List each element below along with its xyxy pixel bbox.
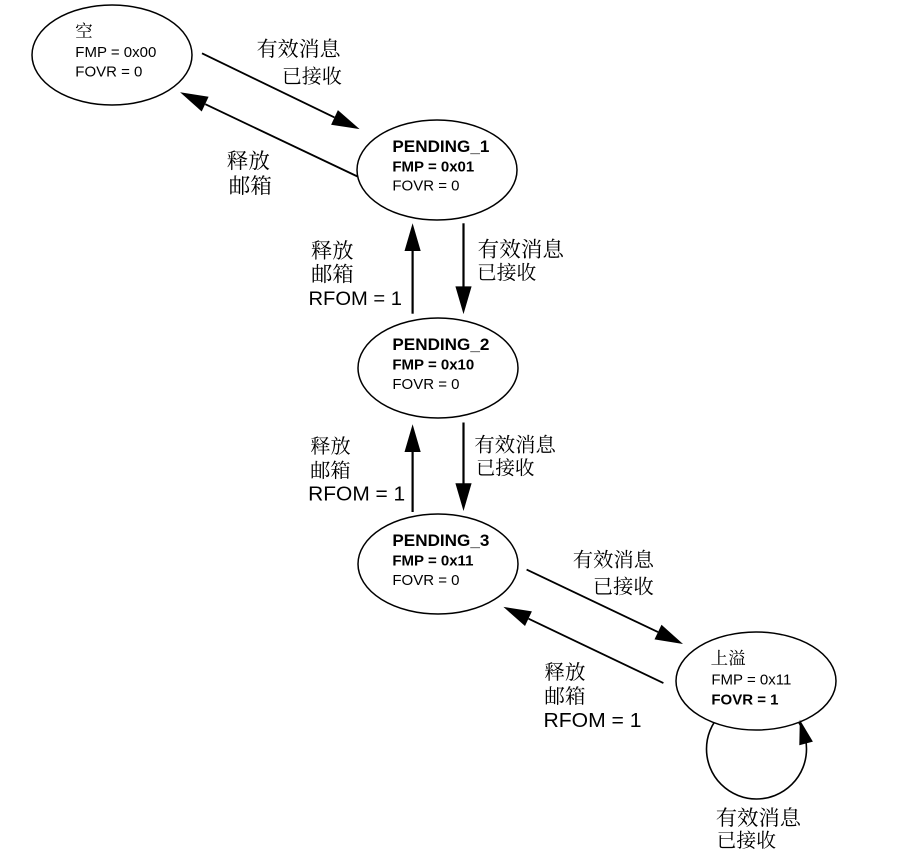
svg-text:PENDING_2: PENDING_2 — [392, 335, 489, 354]
svg-text:PENDING_3: PENDING_3 — [392, 531, 489, 550]
svg-text:FMP = 0x10: FMP = 0x10 — [392, 357, 474, 374]
svg-text:RFOM = 1: RFOM = 1 — [544, 710, 642, 732]
svg-text:RFOM = 1: RFOM = 1 — [308, 484, 405, 506]
svg-text:FOVR = 0: FOVR = 0 — [392, 376, 459, 393]
svg-text:RFOM = 1: RFOM = 1 — [309, 288, 403, 310]
svg-text:FOVR = 0: FOVR = 0 — [392, 178, 459, 195]
svg-text:PENDING_1: PENDING_1 — [392, 137, 489, 156]
svg-text:FOVR = 0: FOVR = 0 — [392, 572, 459, 589]
svg-text:FMP = 0x11: FMP = 0x11 — [392, 553, 473, 570]
svg-text:FOVR = 0: FOVR = 0 — [75, 64, 142, 81]
svg-text:FMP = 0x01: FMP = 0x01 — [392, 159, 474, 176]
svg-text:FMP = 0x00: FMP = 0x00 — [75, 44, 156, 61]
svg-text:FOVR = 1: FOVR = 1 — [711, 692, 778, 709]
svg-text:FMP = 0x11: FMP = 0x11 — [711, 672, 791, 689]
